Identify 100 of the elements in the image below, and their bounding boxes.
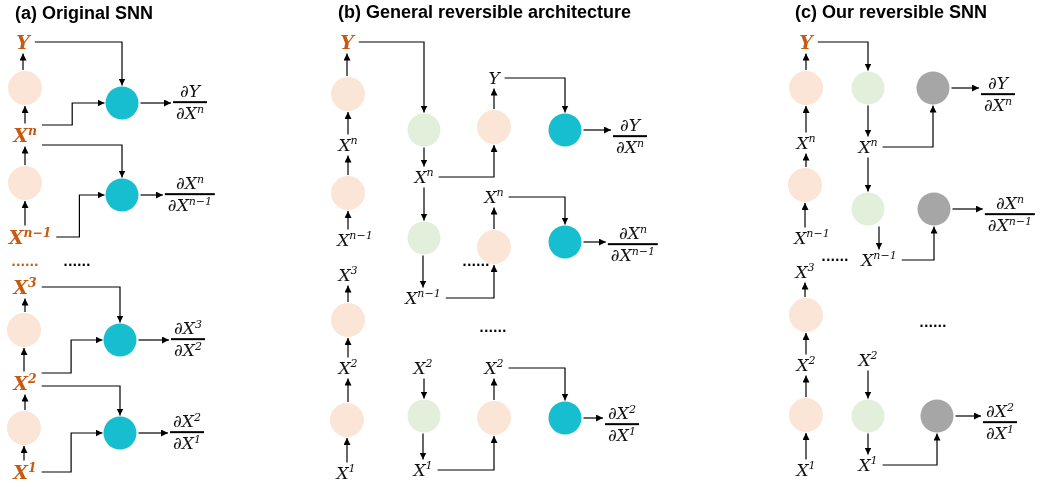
arrow (34, 41, 126, 87)
arrow (21, 393, 29, 411)
circle-node (917, 192, 951, 226)
arrow (420, 186, 428, 222)
arrow (802, 152, 810, 168)
circle-node (7, 313, 41, 347)
circle-node (477, 401, 511, 435)
fraction-denominator: ∂X$^{n−1}$ (607, 243, 659, 265)
arrow (55, 191, 106, 238)
circle-node (788, 168, 822, 202)
ellipsis: ...... (63, 256, 91, 268)
arrow (358, 41, 428, 114)
arrow (139, 191, 164, 199)
arrow (420, 377, 428, 400)
math-symbol: X$^{3}$ (793, 262, 817, 282)
circle-node (331, 303, 365, 337)
circle-node (103, 323, 137, 357)
arrow (21, 145, 29, 166)
math-symbol: X$^{n−1}$ (6, 226, 54, 248)
arrow (420, 146, 428, 168)
circle-node (331, 77, 365, 111)
arrow (882, 432, 941, 466)
math-symbol: Y (14, 31, 32, 53)
fraction-denominator: ∂X$^{2}$ (171, 338, 205, 360)
arrow (139, 99, 172, 107)
math-symbol: X$^{2}$ (794, 355, 818, 375)
math-symbol: X$^{1}$ (794, 460, 818, 480)
circle-node (851, 71, 885, 105)
circle-node (851, 192, 885, 226)
math-symbol: X$^{n}$ (412, 167, 436, 187)
circle-node (103, 416, 137, 450)
math-symbol: X$^{1}$ (411, 460, 435, 480)
math-symbol: X$^{2}$ (411, 358, 435, 378)
math-symbol: X$^{1}$ (334, 463, 358, 483)
arrow (490, 87, 498, 110)
math-symbol: X$^{n}$ (11, 124, 39, 146)
circle-node (8, 71, 42, 105)
arrow (802, 374, 810, 398)
ellipsis: ...... (821, 251, 849, 263)
math-symbol: Y (797, 31, 815, 53)
arrow (137, 336, 170, 344)
circle-node (330, 403, 364, 437)
math-symbol: X$^{n−1}$ (335, 230, 375, 250)
arrow (41, 144, 126, 179)
circle-node (407, 399, 441, 433)
circle-node (331, 176, 365, 210)
arrow (344, 111, 352, 136)
arrow (344, 210, 352, 231)
ellipsis: ...... (479, 322, 507, 334)
arrow (137, 429, 169, 437)
arrow (875, 225, 883, 251)
math-symbol: X$^{n−1}$ (792, 228, 832, 248)
arrow (802, 332, 810, 356)
arrow (438, 144, 498, 178)
fraction-numerator: ∂X$^{2}$ (985, 403, 1015, 421)
arrow (344, 154, 352, 176)
arrow (19, 52, 27, 71)
arrow (582, 414, 604, 422)
math-symbol: Y (338, 31, 356, 53)
arrow (864, 104, 872, 138)
panel-title: (c) Our reversible SNN (795, 3, 988, 21)
arrow (817, 41, 872, 72)
circle-node (7, 411, 41, 445)
arrow (20, 347, 28, 373)
arrow (21, 297, 29, 313)
circle-node (105, 178, 139, 212)
arrow (343, 437, 351, 464)
arrow (950, 84, 980, 92)
math-symbol: X$^{2}$ (856, 350, 880, 370)
circle-node (477, 230, 511, 264)
fraction-numerator: ∂X$^{2}$ (172, 413, 202, 431)
math-symbol: X$^{n}$ (482, 187, 506, 207)
fraction-denominator: ∂X$^{1}$ (170, 431, 204, 453)
arrow (41, 385, 124, 417)
arrow (864, 156, 872, 193)
arrow (41, 336, 104, 374)
math-symbol: X$^{n−1}$ (403, 288, 443, 308)
arrow (802, 52, 810, 71)
arrow (490, 377, 498, 401)
arrow (582, 238, 607, 246)
arrow (951, 205, 984, 213)
circle-node (789, 71, 823, 105)
arrow (954, 412, 982, 420)
arrow (508, 367, 569, 402)
arrow (20, 445, 28, 462)
circle-node (105, 86, 139, 120)
arrow (344, 284, 352, 303)
circle-node (789, 398, 823, 432)
math-symbol: X$^{2}$ (11, 372, 39, 394)
math-symbol: X$^{n}$ (856, 137, 880, 157)
fraction-numerator: ∂Y (987, 75, 1011, 93)
arrow (504, 77, 569, 114)
math-symbol: X$^{n}$ (794, 133, 818, 153)
arrow (437, 435, 498, 471)
circle-node (8, 166, 42, 200)
fraction-denominator: ∂X$^{1}$ (605, 423, 639, 445)
math-symbol: X$^{n}$ (336, 135, 360, 155)
circle-node (548, 401, 582, 435)
circle-node (851, 399, 885, 433)
arrow (864, 432, 872, 456)
